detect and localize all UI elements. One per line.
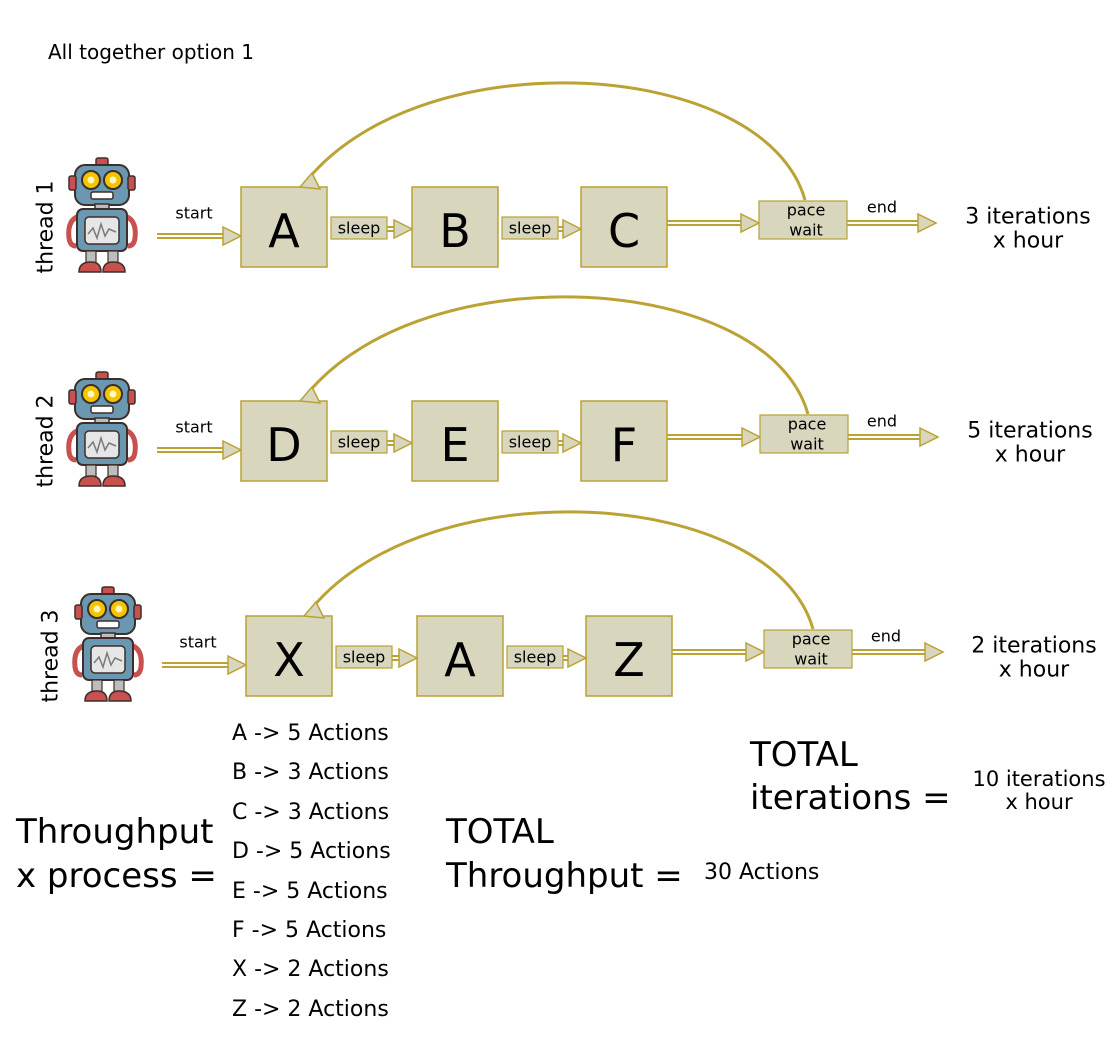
sleep-label: sleep — [343, 648, 386, 667]
pace-label: pace — [792, 630, 831, 649]
end-arrow — [848, 426, 940, 448]
step-box — [416, 615, 504, 697]
step-label: C — [608, 204, 640, 258]
total-throughput-value: 30 Actions — [704, 860, 820, 885]
total-iterations-label-line1: TOTAL — [750, 735, 858, 775]
iterations-unit: x hour — [995, 443, 1066, 468]
action-item: D -> 5 Actions — [232, 839, 391, 865]
sleep-arrow — [387, 432, 414, 454]
robot-icon — [66, 157, 138, 273]
start-label: start — [179, 633, 216, 652]
step-label: X — [273, 633, 305, 687]
robot-icon — [66, 371, 138, 487]
step-box — [585, 615, 673, 697]
start-label: start — [175, 204, 212, 223]
step-label: Z — [613, 633, 645, 687]
end-label: end — [867, 198, 897, 217]
sleep-arrow — [387, 218, 414, 240]
action-item: B -> 3 Actions — [232, 760, 389, 786]
pace-arrow — [667, 426, 762, 448]
iterations-result: 2 iterations — [971, 634, 1096, 659]
total-iterations-value-line2: x hour — [1005, 790, 1073, 814]
end-label: end — [867, 412, 897, 431]
total-throughput-label-line2: Throughput = — [446, 856, 683, 896]
total-throughput-label-line1: TOTAL — [446, 812, 554, 852]
step-label: B — [439, 204, 471, 258]
step-label: A — [268, 204, 300, 258]
throughput-process-label-line2: x process = — [16, 856, 217, 896]
action-item: C -> 3 Actions — [232, 799, 390, 825]
start-label: start — [175, 418, 212, 437]
end-label: end — [871, 627, 901, 646]
iterations-unit: x hour — [999, 658, 1070, 683]
sleep-arrow — [558, 432, 583, 454]
action-item: A -> 5 Actions — [232, 721, 389, 746]
start-arrow — [157, 225, 243, 247]
action-item: F -> 5 Actions — [232, 917, 387, 943]
step-label: A — [444, 633, 476, 687]
step-box — [245, 615, 333, 697]
page-title: All together option 1 — [48, 40, 254, 64]
pace-label: pace — [787, 201, 826, 220]
sleep-label: sleep — [514, 648, 557, 667]
thread-label: thread 2 — [34, 394, 59, 487]
step-box — [580, 400, 668, 482]
total-iterations-label-line2: iterations = — [750, 778, 951, 818]
pace-arrow — [672, 641, 766, 663]
sleep-label: sleep — [509, 433, 552, 452]
iterations-unit: x hour — [993, 229, 1064, 254]
action-item: E -> 5 Actions — [232, 878, 388, 904]
pace-label: pace — [788, 415, 827, 434]
pace-arrow — [667, 212, 761, 234]
sleep-arrow — [558, 218, 583, 240]
throughput-process-label-line1: Throughput — [16, 812, 214, 852]
step-box — [240, 186, 328, 268]
robot-icon — [72, 586, 144, 702]
wait-label: wait — [790, 435, 824, 454]
loop-arrow-head — [298, 171, 322, 190]
thread-label: thread 1 — [34, 180, 59, 273]
sleep-label: sleep — [509, 219, 552, 238]
step-label: F — [611, 418, 637, 472]
pace-wait-box — [763, 629, 853, 669]
step-label: D — [266, 418, 301, 472]
pace-wait-box — [758, 200, 848, 240]
end-arrow — [847, 212, 938, 234]
iterations-result: 3 iterations — [965, 205, 1090, 230]
thread-label: thread 3 — [39, 609, 64, 702]
wait-label: wait — [794, 650, 828, 669]
total-iterations-value: 10 iterations x hour — [960, 768, 1118, 814]
iterations-result: 5 iterations — [967, 419, 1092, 444]
sleep-arrow — [563, 647, 588, 669]
start-arrow — [162, 654, 248, 676]
loop-arrow — [306, 81, 807, 201]
end-arrow — [852, 641, 945, 663]
pace-wait-box — [759, 414, 849, 454]
total-iterations-value-line1: 10 iterations — [972, 767, 1106, 791]
actions-list: A -> 5 Actions B -> 3 Actions C -> 3 Act… — [232, 718, 391, 1033]
sleep-arrow — [392, 647, 419, 669]
start-arrow — [157, 439, 243, 461]
action-item: Z -> 2 Actions — [232, 996, 389, 1022]
step-label: E — [440, 418, 469, 472]
step-box — [580, 186, 668, 268]
loop-arrow-head — [298, 385, 322, 404]
step-box — [411, 400, 499, 482]
sleep-label: sleep — [338, 219, 381, 238]
loop-arrow — [306, 295, 810, 415]
step-box — [240, 400, 328, 482]
step-box — [411, 186, 499, 268]
wait-label: wait — [789, 221, 823, 240]
loop-arrow-head — [302, 600, 326, 619]
action-item: X -> 2 Actions — [232, 957, 389, 983]
loop-arrow — [310, 510, 815, 630]
sleep-label: sleep — [338, 433, 381, 452]
